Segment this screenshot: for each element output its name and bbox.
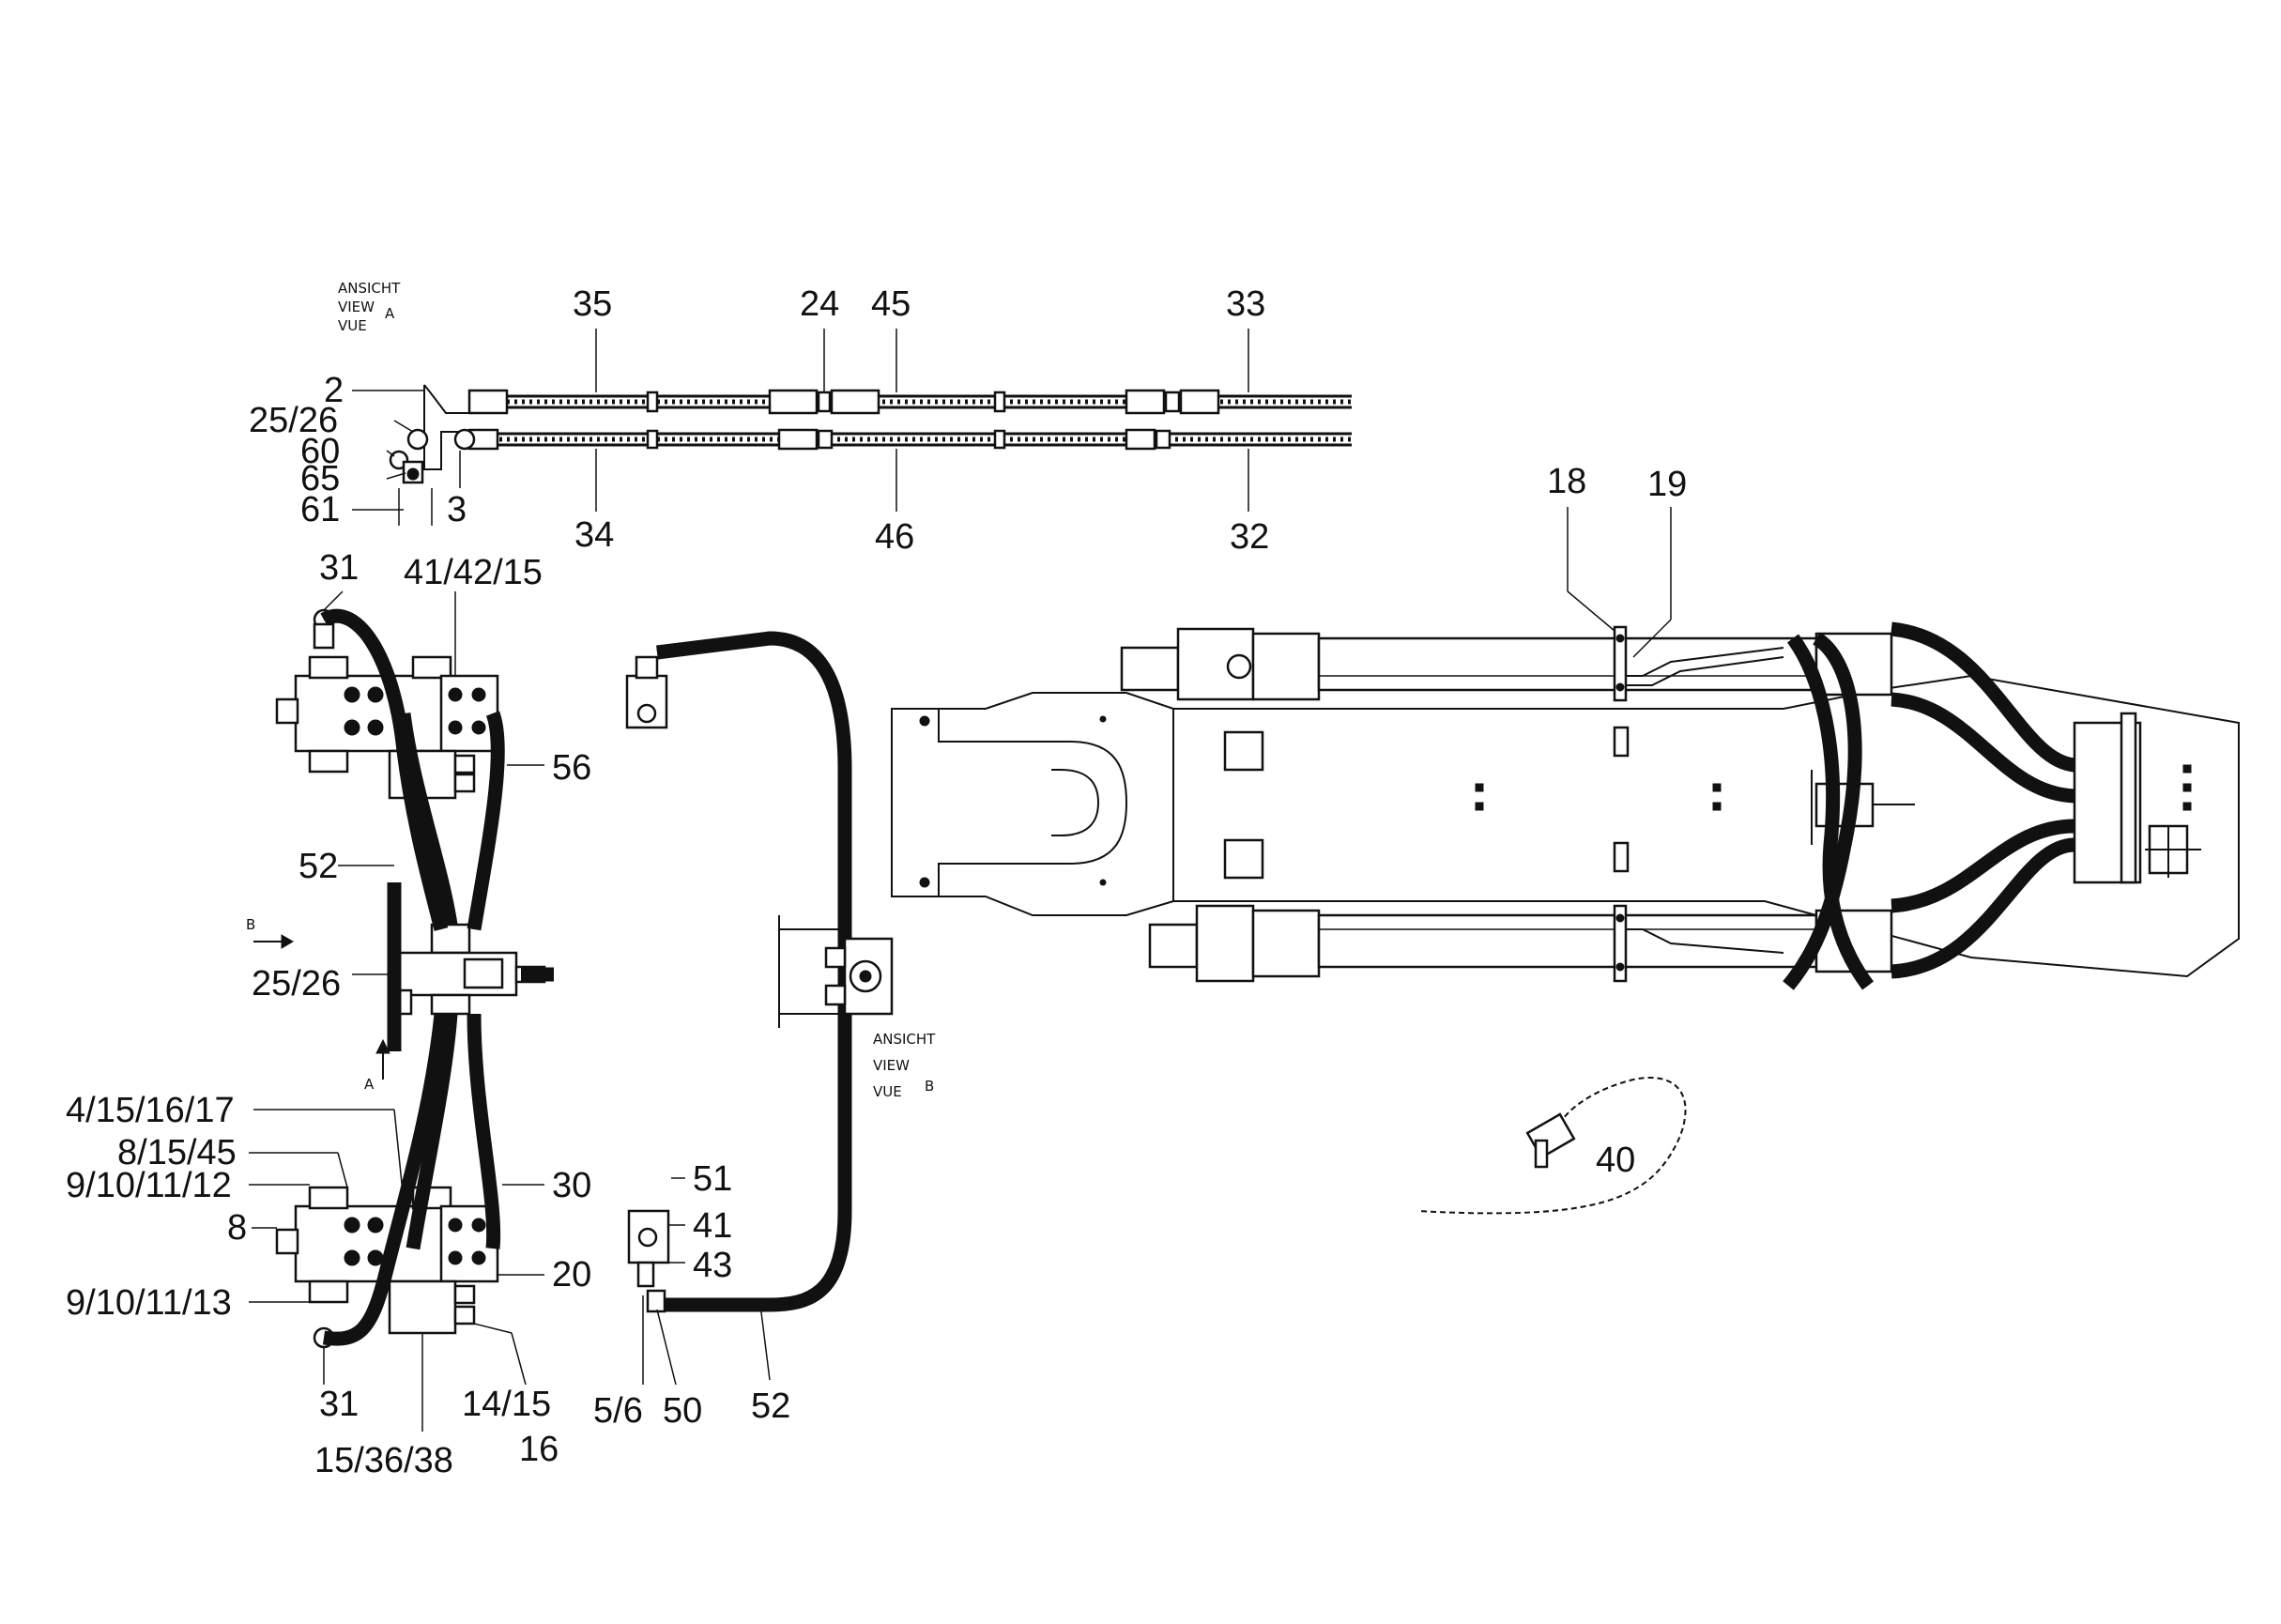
fitting-5-6 [636, 1261, 655, 1288]
cylinder-lower-head [1195, 904, 1255, 983]
view-b-caption-line2: VIEW [873, 1057, 910, 1074]
label-56: 56 [552, 748, 591, 788]
label-33: 33 [1226, 284, 1265, 324]
label-41-42-15: 41/42/15 [404, 553, 543, 592]
label-5-6: 5/6 [593, 1391, 643, 1431]
label-40: 40 [1596, 1141, 1635, 1180]
fitting-43 [637, 1227, 658, 1248]
hose-52 [656, 631, 852, 1312]
strap-40: 40 [1416, 1075, 1689, 1217]
label-8-15-45: 8/15/45 [117, 1133, 237, 1172]
label-25-26-b: 25/26 [252, 964, 341, 1004]
view-b-caption-line1: ANSICHT [873, 1031, 936, 1048]
label-52-a: 52 [299, 847, 338, 886]
label-43: 43 [693, 1246, 732, 1285]
bracket-2 [423, 384, 469, 470]
label-52-b: 52 [751, 1387, 790, 1426]
label-61: 61 [300, 490, 340, 529]
view-b-caption-line3: VUE [873, 1083, 902, 1100]
valve-15-36-38 [388, 1279, 457, 1335]
label-46: 46 [875, 517, 914, 557]
valve-assembly-left: B A 31 41/42/15 56 52 25/26 4/15/16/17 8… [66, 548, 591, 1480]
view-a-arrow-letter: A [364, 1076, 375, 1093]
label-14-15: 14/15 [462, 1385, 551, 1424]
label-50: 50 [663, 1391, 702, 1431]
fitting-50 [646, 1289, 666, 1313]
view-b-hose-loop: ANSICHT VIEW VUE B 51 41 43 5/6 50 52 [593, 631, 936, 1431]
label-32: 32 [1230, 517, 1269, 557]
label-30: 30 [552, 1166, 591, 1205]
label-2: 2 [324, 371, 344, 410]
label-51: 51 [693, 1159, 732, 1199]
label-3: 3 [447, 490, 467, 529]
label-65: 65 [300, 459, 340, 498]
cylinder-upper-body [1317, 636, 1818, 692]
label-24: 24 [800, 284, 839, 324]
fitting-25-26-a [406, 428, 429, 451]
label-25-26-a: 25/26 [249, 401, 338, 440]
view-a-caption-line1: ANSICHT [338, 280, 401, 297]
label-41: 41 [693, 1206, 732, 1246]
label-34: 34 [574, 515, 614, 555]
label-9-10-11-12: 9/10/11/12 [66, 1166, 232, 1205]
view-a-caption-line2: VIEW [338, 299, 375, 315]
view-b-arrow-letter: B [246, 916, 255, 933]
label-31-b: 31 [319, 1385, 359, 1424]
valve-block-upper [294, 674, 448, 753]
label-19: 19 [1647, 465, 1687, 504]
label-18: 18 [1547, 462, 1586, 501]
label-15-36-38: 15/36/38 [314, 1441, 453, 1480]
view-a-caption-line3: VUE [338, 317, 367, 334]
view-b-letter: B [925, 1078, 934, 1095]
cylinder-lower-body [1317, 913, 1818, 969]
label-45-a: 45 [871, 284, 911, 324]
fitting-45 [830, 389, 880, 415]
fitting-32 [1155, 429, 1171, 450]
chassis-assembly: 18 19 [891, 462, 2240, 990]
label-31-a: 31 [319, 548, 359, 588]
fitting-upper-left [467, 389, 509, 415]
label-8: 8 [227, 1208, 247, 1248]
view-a-letter: A [385, 305, 395, 322]
view-a-hose-assembly: ANSICHT VIEW VUE A [249, 280, 1352, 557]
bracket-view-b [778, 915, 846, 1028]
label-35: 35 [573, 284, 612, 324]
label-16: 16 [519, 1430, 559, 1469]
fitting-24 [768, 389, 819, 415]
label-20: 20 [552, 1255, 591, 1295]
valve-41-42-15 [439, 674, 499, 753]
label-60: 60 [300, 432, 340, 471]
fitting-46 [817, 429, 834, 450]
label-9-10-11-13: 9/10/11/13 [66, 1283, 232, 1323]
chassis-outline [891, 674, 2240, 978]
fitting-33 [1179, 389, 1220, 415]
label-4-15-16-17: 4/15/16/17 [66, 1091, 235, 1130]
